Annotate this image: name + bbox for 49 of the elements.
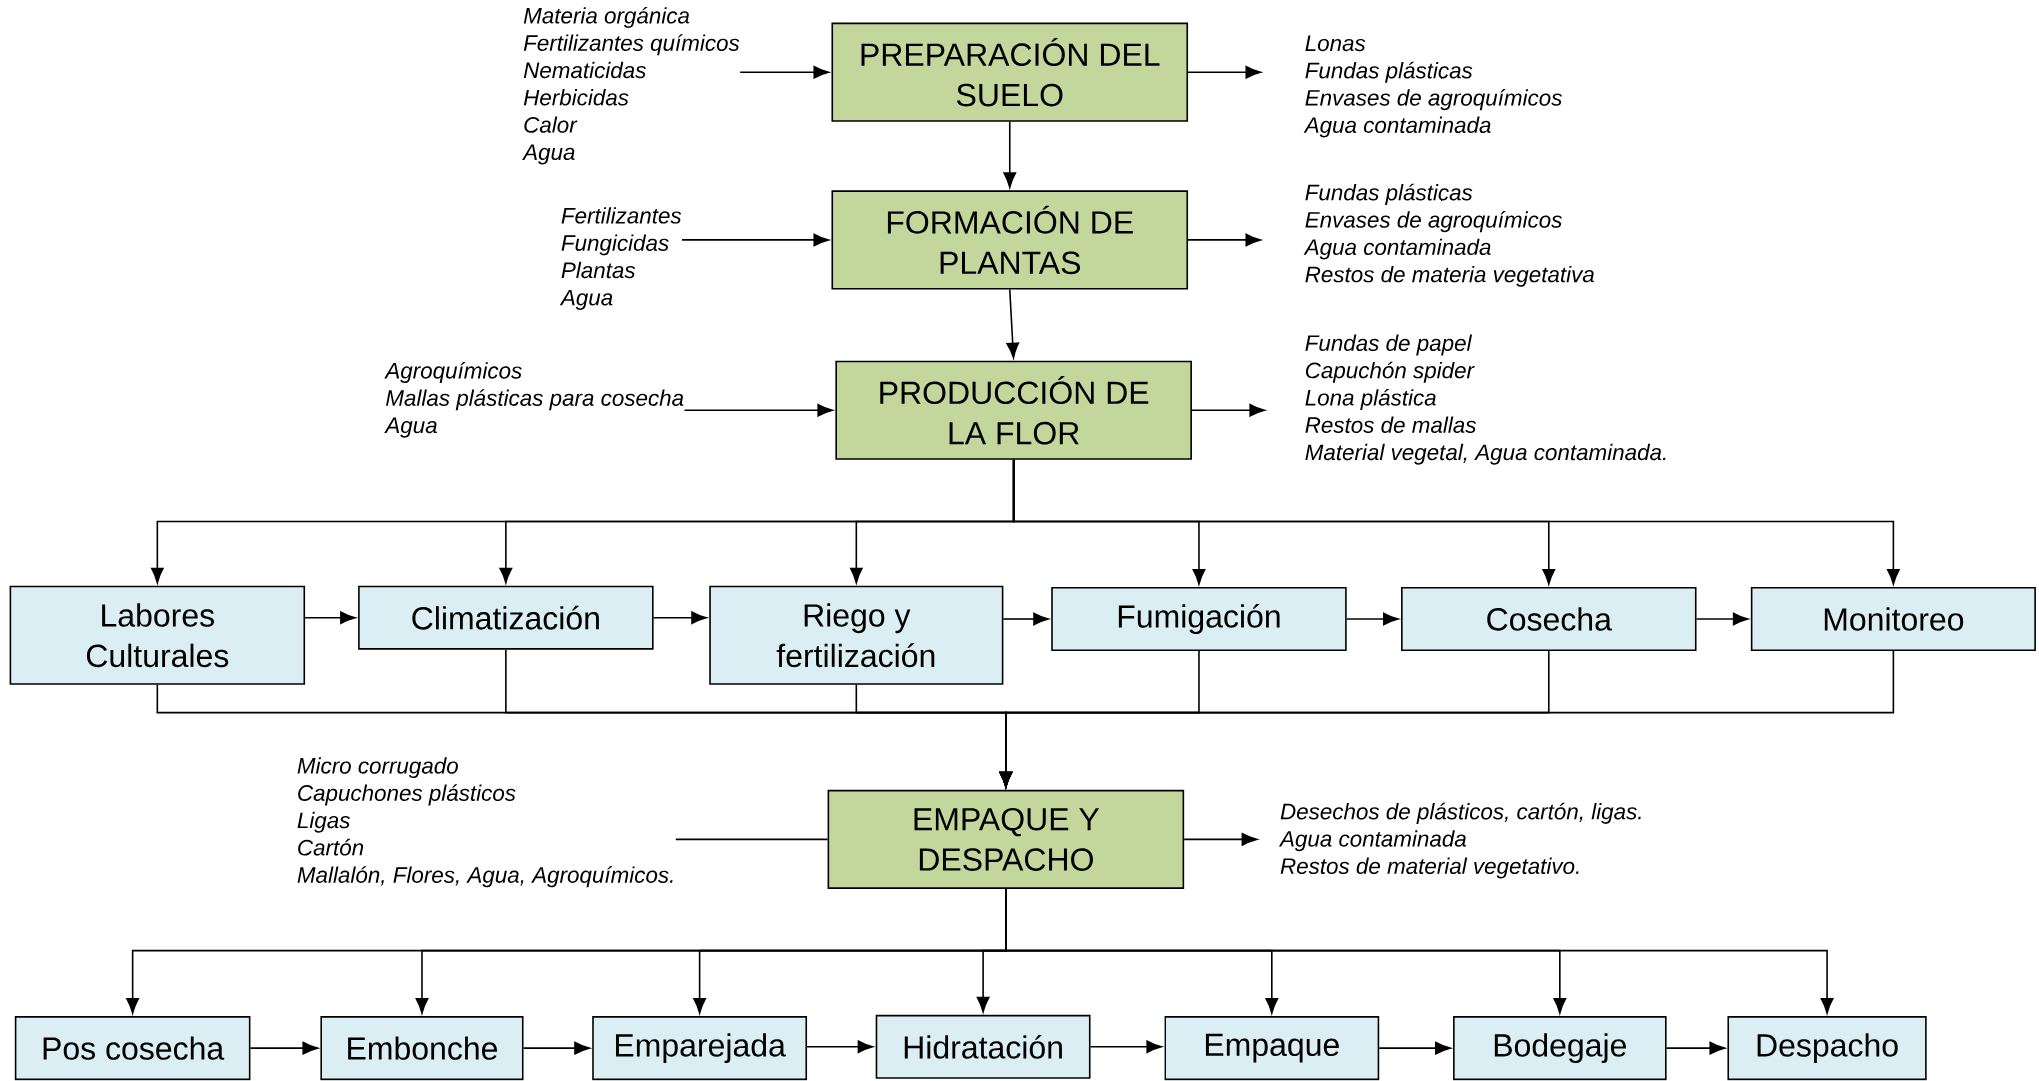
arrow xyxy=(1665,1041,1726,1055)
arrow xyxy=(1006,288,1020,359)
activity-box: Empaque xyxy=(1164,1016,1380,1081)
process-box: PREPARACIÓN DEL SUELO xyxy=(831,22,1189,122)
connector-line xyxy=(675,838,829,841)
arrow xyxy=(683,404,833,417)
item-list: Micro corrugado Capuchones plásticos Ligas Cartón Mallalón, Flores, Agua, Agroquímicos. xyxy=(297,757,673,888)
activity-box: Labores Culturales xyxy=(9,585,306,685)
item-list: Fundas plásticas Envases de agroquímicos Agua contaminada Restos de materia vegetativa xyxy=(1303,183,1594,287)
arrow xyxy=(999,650,1895,788)
activity-box: Fumigación xyxy=(1051,587,1347,652)
activity-box: Cosecha xyxy=(1401,587,1697,652)
arrow xyxy=(1183,833,1258,846)
process-box: FORMACIÓN DE PLANTAS xyxy=(831,190,1189,290)
activity-box: Emparejada xyxy=(592,1016,808,1081)
arrow xyxy=(681,233,830,247)
arrow xyxy=(739,66,830,79)
arrow xyxy=(806,1040,874,1054)
item-list: Fertilizantes Fungicidas Plantas Agua xyxy=(559,207,682,311)
activity-box: Riego y fertilización xyxy=(709,585,1004,685)
activity-box: Pos cosecha xyxy=(14,1016,251,1081)
arrow xyxy=(1002,612,1049,626)
process-box: PRODUCCIÓN DE LA FLOR xyxy=(835,360,1192,461)
arrow xyxy=(522,1041,590,1055)
arrow xyxy=(1187,66,1262,79)
arrow xyxy=(249,1041,319,1055)
arrow xyxy=(1345,612,1399,626)
activity-box: Despacho xyxy=(1727,1016,1927,1081)
item-list: Desechos de plásticos, cartón, ligas. Agua contaminada Restos de material vegetativo. xyxy=(1278,802,1641,879)
arrow xyxy=(1187,233,1262,247)
activity-box: Embonche xyxy=(320,1016,524,1081)
arrow xyxy=(652,611,707,625)
item-list: Materia orgánica Fertilizantes químicos Nematicidas Herbicidas Calor Agua xyxy=(522,7,740,165)
activity-box: Monitoreo xyxy=(1750,587,2036,652)
arrow xyxy=(1003,121,1017,189)
activity-box: Hidratación xyxy=(875,1015,1091,1079)
arrow xyxy=(1191,404,1265,417)
arrow xyxy=(1089,1040,1162,1054)
arrow xyxy=(1378,1041,1451,1055)
item-list: Fundas de papel Capuchón spider Lona plástica Restos de mallas Material vegetal, Agua contaminada. xyxy=(1305,334,1666,465)
arrow xyxy=(1005,888,1834,1014)
item-list: Lonas Fundas plásticas Envases de agroquímicos Agua contaminada xyxy=(1303,35,1562,138)
item-list: Agroquímicos Mallas plásticas para cosecha Agua xyxy=(384,362,684,438)
activity-box: Bodegaje xyxy=(1453,1016,1667,1081)
arrow xyxy=(1695,612,1749,626)
process-box: EMPAQUE Y DESPACHO xyxy=(827,790,1185,890)
arrow xyxy=(304,611,356,625)
arrow xyxy=(1012,459,1900,585)
activity-box: Climatización xyxy=(358,585,654,650)
